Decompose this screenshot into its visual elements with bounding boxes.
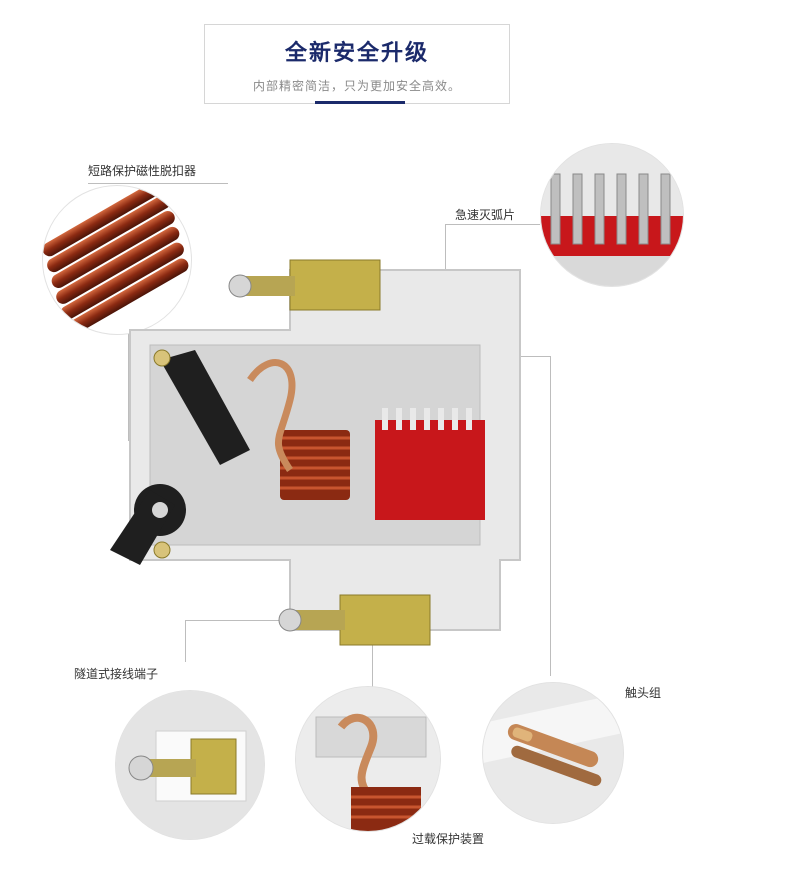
breaker-main-image [110,259,521,646]
leader-line-contact [550,356,551,676]
page-title: 全新安全升级 [284,41,429,66]
coil-shape [280,430,350,500]
label-overload-protection: 过载保护装置 [412,832,485,846]
leader-line-overload [372,642,373,692]
label-contact-group: 触头组 [625,686,662,700]
bottom-terminal-shape [339,594,431,646]
label-coil-release: 短路保护磁性脱扣器 [88,164,197,178]
header-box: 全新安全升级 内部精密简洁，只为更加安全高效。 [204,24,510,104]
overload-detail-image [296,687,440,831]
arc-chute-detail-circle [540,143,684,287]
leader-line-terminal-vertical [185,620,186,662]
coil-detail-image [43,186,189,334]
leader-line-coil [88,183,228,184]
leader-line-terminal [185,620,285,621]
coil-detail-circle [42,185,192,335]
overload-detail-circle [295,686,441,832]
title-underline [315,101,405,104]
contact-group-detail-image [483,683,623,823]
top-terminal-shape [289,259,381,311]
leader-line-arc [445,224,540,225]
braid-shape [247,359,296,472]
page-subtitle: 内部精密简洁，只为更加安全高效。 [252,79,461,93]
contact-group-detail-circle [482,682,624,824]
lever-shape [110,350,250,565]
label-arc-chute: 急速灭弧片 [455,208,516,222]
terminal-detail-image [116,691,264,839]
label-tunnel-terminal: 隧道式接线端子 [74,667,159,681]
leader-line-coil-vertical [128,300,129,440]
arc-chute-detail-image [541,144,683,286]
terminal-detail-circle [115,690,265,840]
arc-chute-shape [375,408,485,520]
